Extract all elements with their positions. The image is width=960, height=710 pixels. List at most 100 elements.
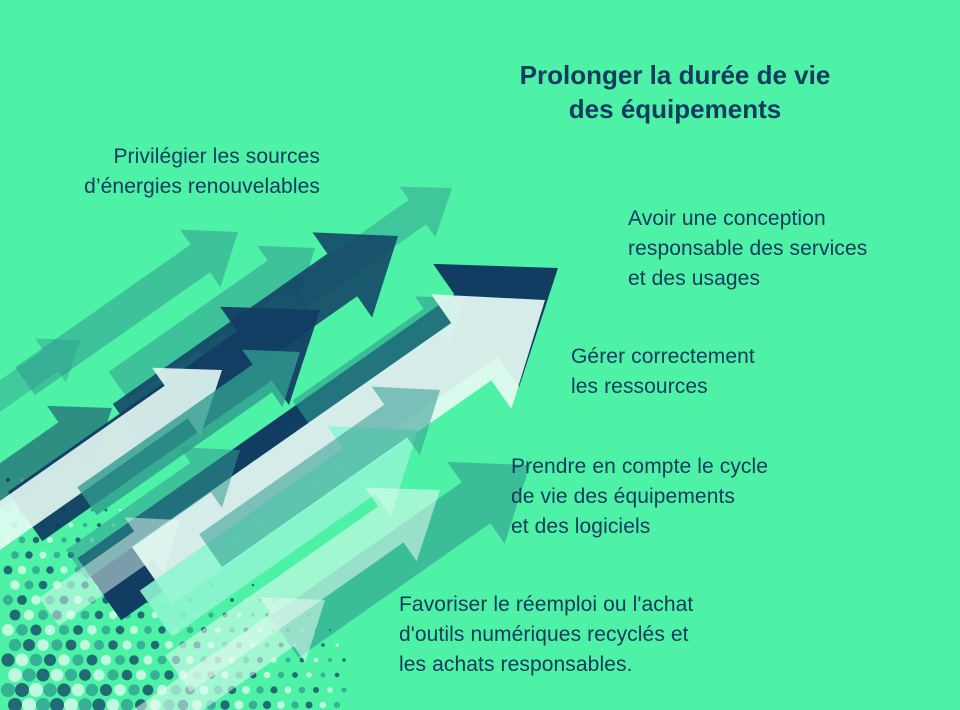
halftone-dot xyxy=(29,683,43,697)
halftone-dot xyxy=(22,668,36,682)
halftone-dot xyxy=(142,684,154,696)
halftone-dot xyxy=(8,668,22,682)
arrow-shape xyxy=(133,597,325,710)
halftone-dot xyxy=(122,640,132,650)
arrow-shape xyxy=(292,296,465,425)
halftone-dot xyxy=(68,522,74,528)
halftone-dot xyxy=(1,653,15,667)
halftone-dot xyxy=(143,655,153,665)
item-gerer-ressources: Gérer correctement les ressources xyxy=(571,345,755,398)
item-cycle-de-vie: Prendre en compte le cycle de vie des éq… xyxy=(511,455,769,538)
halftone-dot xyxy=(157,655,167,665)
halftone-dot xyxy=(51,639,63,651)
halftone-dot xyxy=(79,639,91,651)
halftone-dot xyxy=(44,624,56,636)
halftone-dot xyxy=(65,639,77,651)
halftone-dot xyxy=(71,683,85,697)
halftone-dot xyxy=(30,624,42,636)
halftone-dot xyxy=(256,686,264,694)
halftone-dot xyxy=(263,671,271,679)
halftone-dot xyxy=(292,672,298,678)
halftone-dot xyxy=(17,565,27,575)
halftone-dot xyxy=(104,508,108,512)
halftone-dot xyxy=(320,672,326,678)
halftone-dot xyxy=(115,655,125,665)
halftone-dot xyxy=(16,624,28,636)
halftone-dot xyxy=(39,551,47,559)
halftone-dot xyxy=(114,684,126,696)
halftone-dot xyxy=(38,580,48,590)
item-conception-responsable: Avoir une conception responsable des ser… xyxy=(628,207,868,290)
halftone-dot xyxy=(164,670,174,680)
halftone-dot xyxy=(230,598,234,602)
halftone-dot xyxy=(285,657,291,663)
halftone-dot xyxy=(220,700,230,710)
halftone-dot xyxy=(78,698,92,710)
arrow-shape xyxy=(39,517,181,626)
halftone-dot xyxy=(37,639,49,651)
main-title: Prolonger la durée de vie des équipement… xyxy=(519,60,831,124)
halftone-dot xyxy=(270,686,278,694)
halftone-dot xyxy=(100,684,112,696)
halftone-dot xyxy=(15,683,29,697)
halftone-dot xyxy=(305,701,313,709)
halftone-dot xyxy=(22,698,36,710)
arrow-shape xyxy=(77,349,300,516)
halftone-dot xyxy=(50,668,64,682)
halftone-dot xyxy=(79,669,91,681)
halftone-dot xyxy=(106,698,120,710)
arrow-shape xyxy=(0,338,80,412)
halftone-dot xyxy=(60,566,68,574)
halftone-dot xyxy=(85,683,99,697)
halftone-dot xyxy=(2,624,14,636)
halftone-dot xyxy=(11,551,19,559)
halftone-dot xyxy=(128,684,140,696)
halftone-dot xyxy=(248,700,258,710)
item-reemploi-achat: Favoriser le réemploi ou l'achat d'outil… xyxy=(399,593,694,676)
halftone-dot xyxy=(94,610,104,620)
halftone-dot xyxy=(50,698,64,710)
halftone-dot xyxy=(137,611,145,619)
halftone-dot xyxy=(53,551,61,559)
arrow-shape xyxy=(65,447,240,580)
halftone-dot xyxy=(319,701,327,709)
halftone-dot xyxy=(43,683,57,697)
halftone-dot xyxy=(121,669,133,681)
halftone-dot xyxy=(25,551,33,559)
arrow-shape xyxy=(139,426,419,637)
halftone-dot xyxy=(150,670,160,680)
halftone-dot xyxy=(234,700,244,710)
arrow-shape xyxy=(0,367,222,550)
halftone-dot xyxy=(277,701,285,709)
halftone-dot xyxy=(32,566,40,574)
halftone-dot xyxy=(93,669,105,681)
halftone-dot xyxy=(44,654,56,666)
arrow-shape xyxy=(108,245,315,400)
halftone-dot xyxy=(341,687,347,693)
halftone-dot xyxy=(291,701,299,709)
halftone-dot xyxy=(46,566,54,574)
halftone-dot xyxy=(335,643,339,647)
halftone-dot xyxy=(9,609,21,621)
halftone-dot xyxy=(86,654,98,666)
arrow-shape xyxy=(269,461,530,658)
halftone-dot xyxy=(97,523,101,527)
halftone-dot xyxy=(31,595,41,605)
halftone-dot xyxy=(3,565,13,575)
halftone-dot xyxy=(80,610,90,620)
halftone-dot xyxy=(277,671,285,679)
halftone-dot xyxy=(87,625,97,635)
halftone-dot xyxy=(327,687,333,693)
halftone-dot xyxy=(342,658,346,662)
halftone-dot xyxy=(1,683,15,697)
halftone-dot xyxy=(129,655,139,665)
halftone-dot xyxy=(92,698,106,710)
halftone-dot xyxy=(23,609,35,621)
halftone-dot xyxy=(23,639,35,651)
halftone-dot xyxy=(108,640,118,650)
halftone-dot xyxy=(118,508,122,512)
halftone-dot xyxy=(32,536,40,544)
halftone-dot xyxy=(82,522,88,528)
halftone-dot xyxy=(107,669,119,681)
